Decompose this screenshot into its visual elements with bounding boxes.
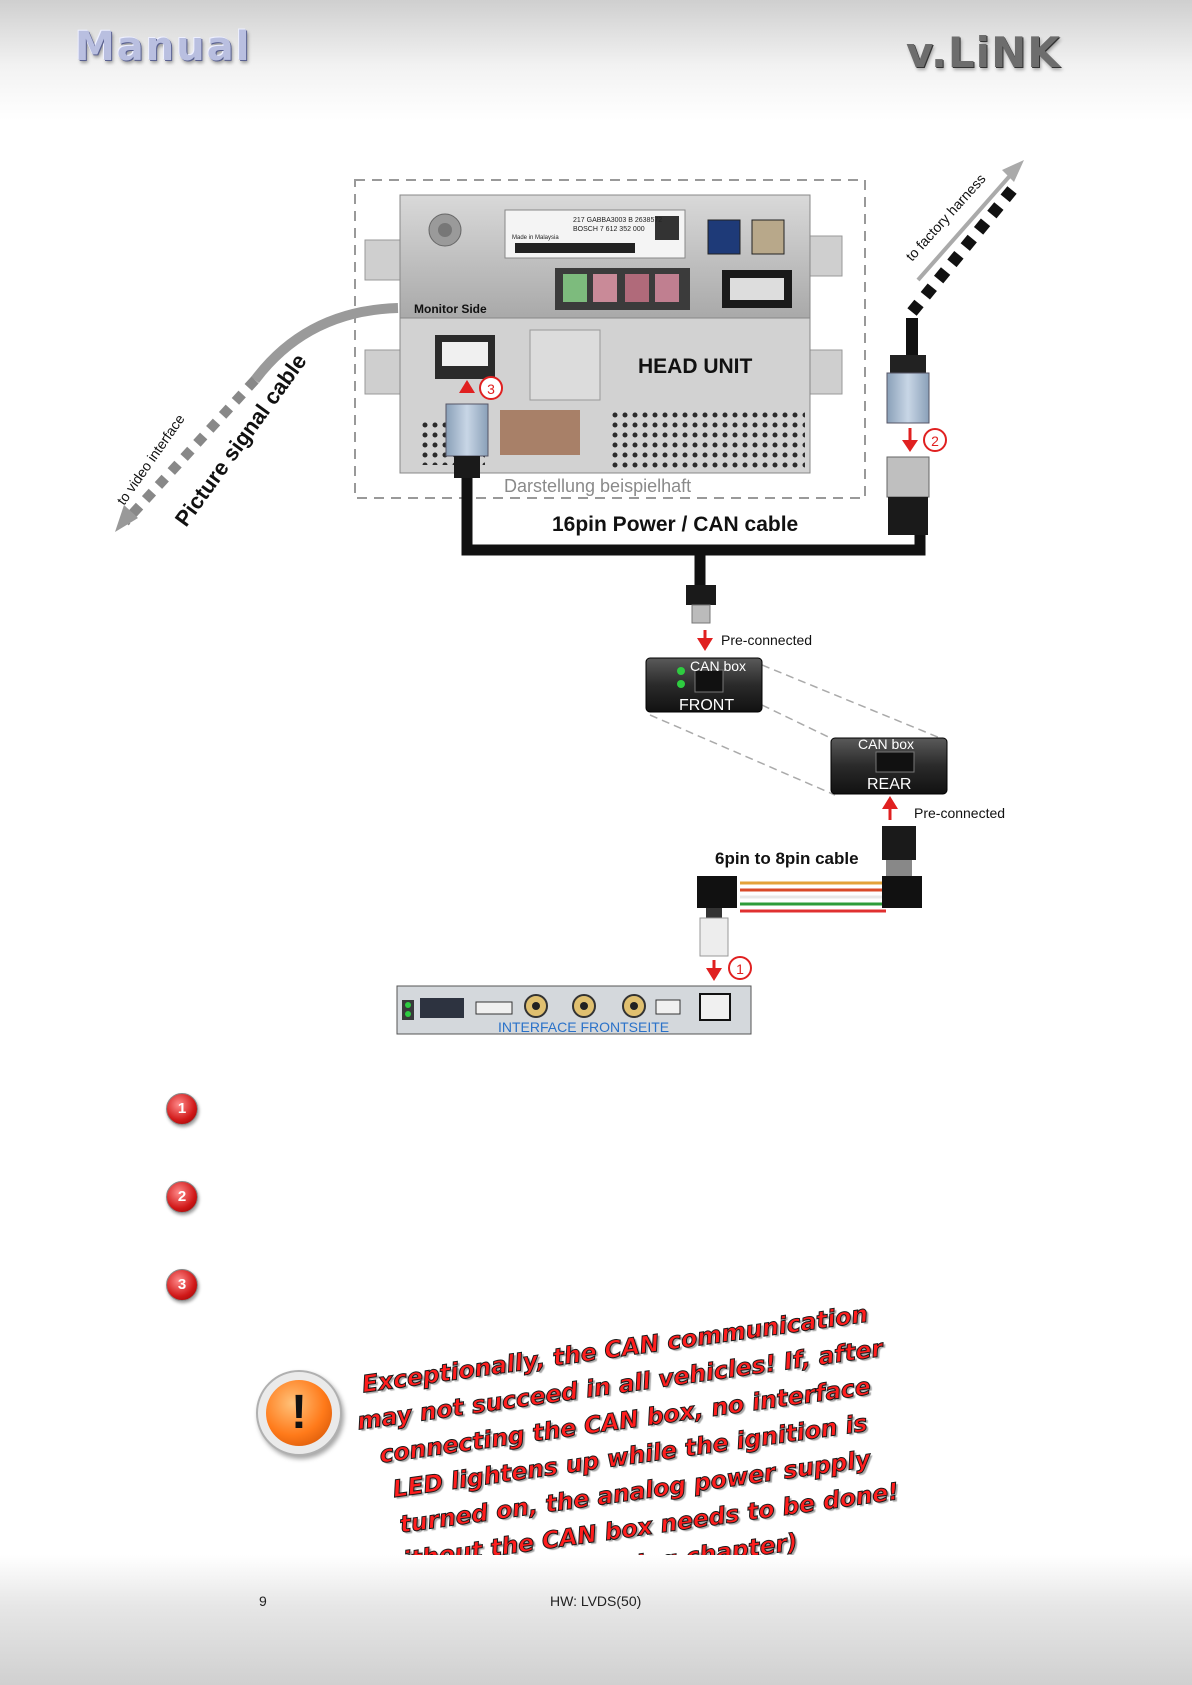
head-unit-outline [354,179,866,499]
vlink-logo: v.LiNK [906,28,1061,77]
power-can-cable [461,478,926,556]
picture-cable-label: Picture signal cable [170,349,312,531]
can-box-front: CAN box FRONT [645,657,763,714]
video-interface: INTERFACE FRONTSEITE [396,985,752,1035]
head-unit-power-connector [445,403,489,457]
hardware-version-label: HW: LVDS(50) [550,1593,642,1609]
marker-2 [923,428,947,452]
step-marker-1: 1 [166,1093,198,1125]
head-unit-label: HEAD UNIT [638,355,753,378]
svg-text:BOSCH 7 612 352 000: BOSCH 7 612 352 000 [573,226,645,233]
svg-text:3: 3 [487,381,495,397]
preconnected-rear-label: Pre-connected [914,805,1005,821]
cable-8pin-end [882,876,922,908]
factory-harness-cable [907,186,1017,316]
exclamation-icon: ! [256,1370,342,1456]
can-box-front-label: FRONT [679,697,734,714]
marker-1 [728,956,752,980]
page-footer-band [0,1555,1192,1685]
page-number: 9 [259,1593,267,1609]
cable-6pin-end [697,876,737,908]
interface-label: INTERFACE FRONTSEITE [498,1019,669,1035]
factory-connector-top [886,372,930,424]
svg-text:Made in Malaysia: Made in Malaysia [512,235,559,241]
svg-text:2: 2 [931,433,939,449]
preconnected-front-label: Pre-connected [721,632,812,648]
svg-text:1: 1 [736,961,744,977]
manual-logo: Manual [75,24,252,70]
step-marker-3: 3 [166,1269,198,1301]
picture-signal-cable [251,303,399,384]
example-note: Darstellung beispielhaft [504,476,691,496]
can-box-rear: CAN box REAR [830,736,948,795]
step-marker-2: 2 [166,1181,198,1213]
cable-6to8-label: 6pin to 8pin cable [715,849,859,868]
factory-connector-bottom [886,456,930,498]
head-unit: 217 GABBA3003 B 2638572 BOSCH 7 612 352 … [364,194,843,496]
page-header-band [0,0,1192,120]
marker-3 [479,376,503,400]
exclamation-symbol: ! [266,1380,332,1446]
can-box-rear-title: CAN box [858,736,914,752]
power-cable-label: 16pin Power / CAN cable [552,513,798,536]
monitor-side-label: Monitor Side [414,302,487,316]
can-box-front-title: CAN box [690,658,746,674]
can-box-rear-label: REAR [867,776,911,793]
connection-diagram: 217 GABBA3003 B 2638572 BOSCH 7 612 352 … [113,160,1024,1035]
svg-text:217 GABBA3003 B 2638572: 217 GABBA3003 B 2638572 [573,217,662,224]
